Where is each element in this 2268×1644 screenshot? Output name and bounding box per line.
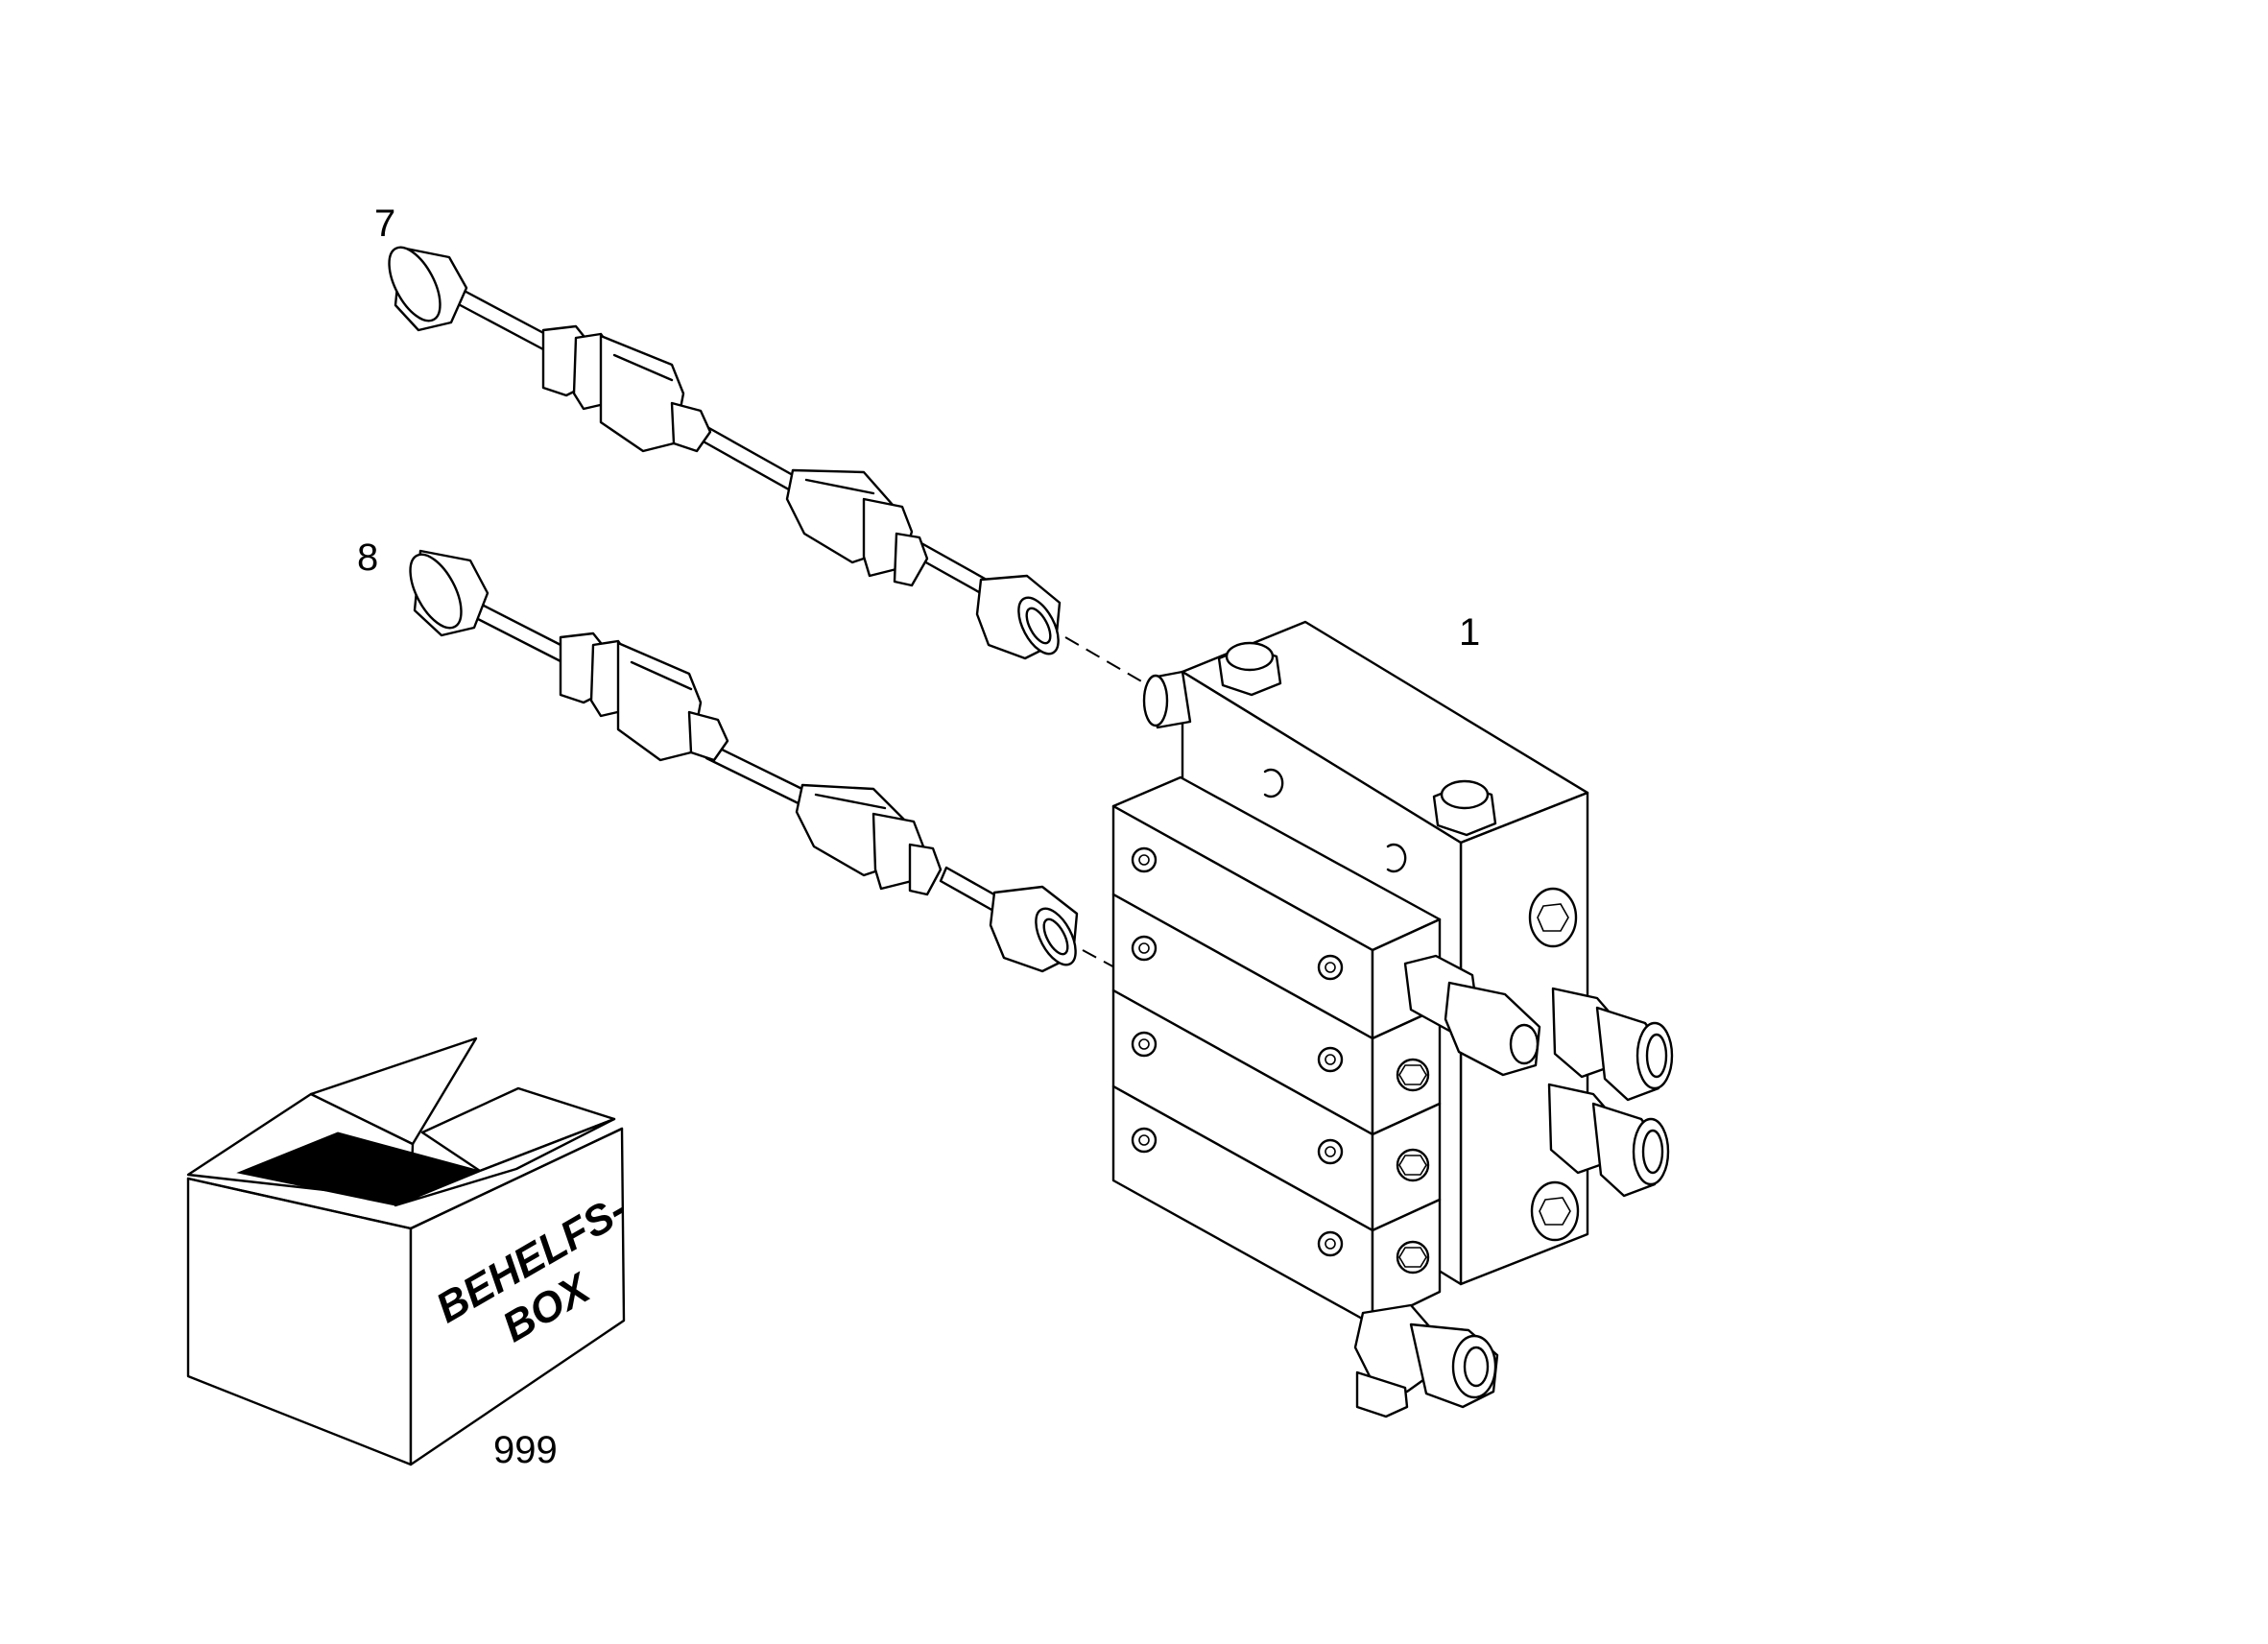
connection-line-7 [1064, 636, 1162, 694]
connection-line-8 [1082, 949, 1130, 976]
distributor-block-1[interactable] [1111, 620, 1674, 1418]
behelfs-box-999[interactable] [186, 1036, 626, 1466]
callout-item-7: 7 [374, 203, 395, 245]
hose-assembly-7[interactable] [379, 240, 1067, 660]
hose-assembly-8[interactable] [400, 547, 1085, 973]
callout-item-8: 8 [357, 536, 378, 579]
callout-item-999: 999 [493, 1429, 558, 1471]
callout-item-1: 1 [1459, 611, 1480, 654]
